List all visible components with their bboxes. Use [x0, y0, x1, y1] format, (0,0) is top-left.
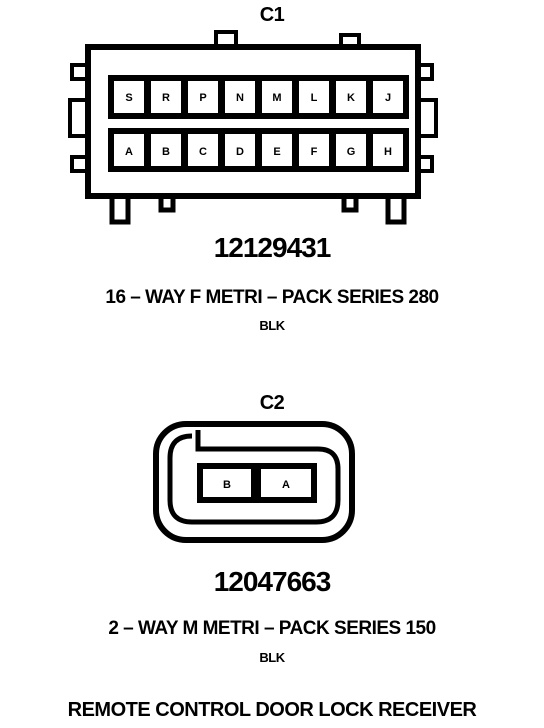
- connector-c2-label: C2: [259, 392, 285, 414]
- pin-cavity-h: H: [367, 128, 409, 172]
- pin-cavity-s: S: [108, 75, 150, 119]
- pin-cavity-e: E: [256, 128, 298, 172]
- pin-label: N: [236, 92, 244, 104]
- pin-cavity-j: J: [367, 75, 409, 119]
- pin-cavity-c2-b: B: [197, 463, 257, 503]
- pin-cavity-b: B: [145, 128, 187, 172]
- pin-cavity-a: A: [108, 128, 150, 172]
- pin-label: H: [384, 146, 392, 158]
- pin-label: B: [223, 479, 231, 491]
- connector-c1-description: 16 – WAY F METRI – PACK SERIES 280: [105, 287, 439, 308]
- pin-label: D: [236, 146, 244, 158]
- pin-cavity-f: F: [293, 128, 335, 172]
- pin-cavity-n: N: [219, 75, 261, 119]
- pin-cavity-g: G: [330, 128, 372, 172]
- pin-label: M: [272, 92, 281, 104]
- connector-c1-color: BLK: [259, 318, 285, 333]
- pin-label: P: [199, 92, 206, 104]
- connector-c2-housing: [153, 421, 355, 543]
- pin-cavity-l: L: [293, 75, 335, 119]
- pin-cavity-d: D: [219, 128, 261, 172]
- connector-c1-label: C1: [259, 4, 285, 26]
- connector-c1-housing: [68, 30, 438, 225]
- pin-cavity-k: K: [330, 75, 372, 119]
- connector-c2-description: 2 – WAY M METRI – PACK SERIES 150: [108, 618, 436, 639]
- pin-label: C: [199, 146, 207, 158]
- pin-label: R: [162, 92, 170, 104]
- diagram-footer-title: REMOTE CONTROL DOOR LOCK RECEIVER: [67, 699, 477, 721]
- connector-c2-part-number: 12047663: [213, 566, 332, 597]
- pin-cavity-r: R: [145, 75, 187, 119]
- pin-cavity-c: C: [182, 128, 224, 172]
- pin-cavity-p: P: [182, 75, 224, 119]
- pin-label: K: [347, 92, 355, 104]
- connector-c1-bottom-row: A B C D E F G H: [108, 128, 409, 172]
- connector-c2-pins: B A: [197, 463, 317, 503]
- pin-label: S: [125, 92, 132, 104]
- pin-cavity-m: M: [256, 75, 298, 119]
- pin-cavity-c2-a: A: [255, 463, 317, 503]
- connector-c1-part-number: 12129431: [213, 232, 332, 263]
- connector-c1-top-row: S R P N M L K J: [108, 75, 409, 119]
- pin-label: E: [273, 146, 280, 158]
- pin-label: B: [162, 146, 170, 158]
- pin-label: G: [347, 146, 356, 158]
- pin-label: A: [125, 146, 133, 158]
- pin-label: J: [385, 92, 391, 104]
- pin-label: F: [311, 146, 318, 158]
- pin-label: A: [282, 479, 290, 491]
- connector-c2-color: BLK: [259, 650, 285, 665]
- pin-label: L: [311, 92, 318, 104]
